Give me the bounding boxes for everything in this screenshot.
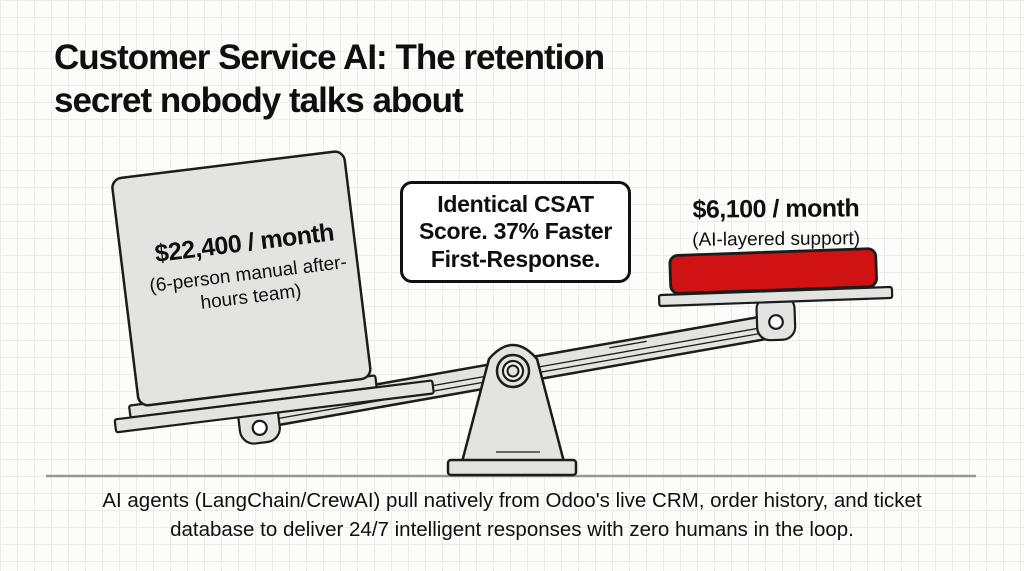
csat-callout-badge: Identical CSAT Score. 37% Faster First-R…: [400, 181, 631, 283]
right-pan-label: (AI-layered support): [692, 228, 861, 251]
page-title: Customer Service AI: The retention secre…: [54, 36, 605, 122]
fulcrum-base: [446, 458, 578, 477]
csat-callout-line2: Score. 37% Faster: [418, 218, 613, 245]
footer-caption-line2: database to deliver 24/7 intelligent res…: [170, 518, 854, 541]
left-pan-assembly: [111, 150, 435, 445]
page-title-line2: secret nobody talks about: [54, 81, 464, 120]
left-pan-tray: [113, 379, 435, 434]
csat-callout-line3: First-Response.: [430, 245, 601, 272]
fulcrum: [446, 343, 578, 477]
right-pan-amount: $6,100 / month: [692, 194, 860, 224]
right-hinge-bolt: [768, 314, 784, 330]
right-pan-text: $6,100 / month (AI-layered support): [660, 194, 892, 252]
footer-caption-line1: AI agents (LangChain/CrewAI) pull native…: [102, 489, 922, 512]
left-hinge-bolt: [251, 419, 268, 436]
right-pan-assembly: [657, 247, 894, 342]
left-cost-box: [111, 150, 372, 407]
right-pan-tray: [657, 285, 894, 308]
right-cost-block: [668, 247, 878, 295]
footer-caption: AI agents (LangChain/CrewAI) pull native…: [0, 486, 1024, 544]
page-title-line1: Customer Service AI: The retention: [54, 38, 605, 77]
csat-callout-line1: Identical CSAT: [437, 190, 594, 217]
pivot-bolt-inner: [506, 364, 520, 378]
